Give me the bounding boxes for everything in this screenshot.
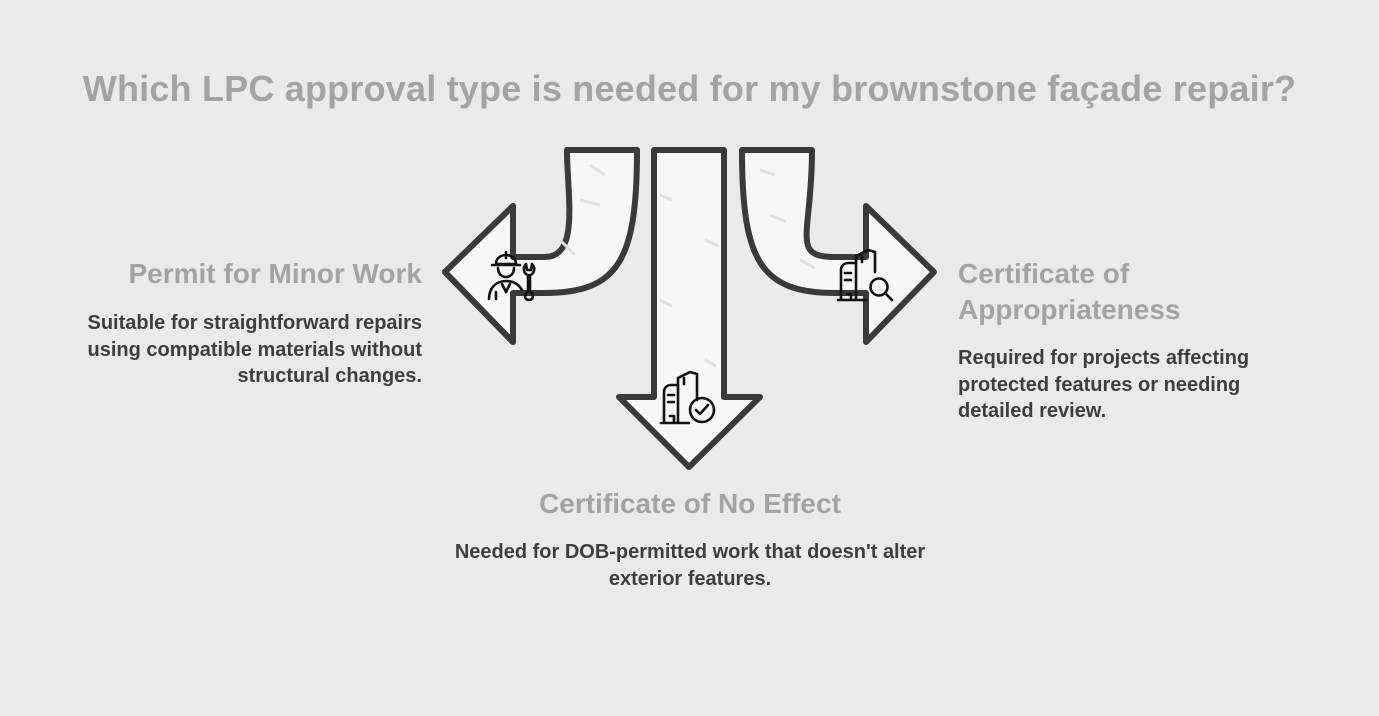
building-search-icon: [836, 248, 894, 302]
option-title-minor-work: Permit for Minor Work: [128, 258, 422, 289]
option-description-appropriateness: Required for projects affecting protecte…: [958, 347, 1250, 422]
option-description-minor-work: Suitable for straightforward repairs usi…: [87, 312, 422, 387]
option-title-no-effect: Certificate of No Effect: [539, 488, 841, 519]
left-arrow: [442, 147, 640, 345]
option-description-no-effect: Needed for DOB-permitted work that doesn…: [454, 541, 926, 590]
option-title-appropriateness: Certificate of Appropriateness: [958, 258, 1181, 325]
page-title: Which LPC approval type is needed for my…: [82, 68, 1297, 109]
center-arrow: [616, 147, 763, 470]
right-arrow: [739, 147, 937, 345]
worker-with-wrench-icon: [487, 250, 536, 302]
building-check-icon: [659, 370, 716, 425]
